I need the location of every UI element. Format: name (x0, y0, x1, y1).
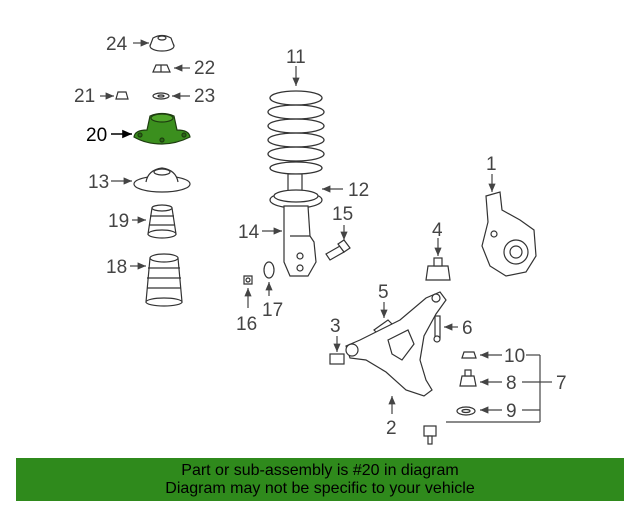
callout-20[interactable]: 20 (86, 125, 107, 146)
callout-17[interactable]: 17 (262, 300, 283, 321)
part-1-knuckle[interactable] (481, 191, 537, 277)
callout-19[interactable]: 19 (108, 211, 129, 232)
banner-line-2: Diagram may not be specific to your vehi… (165, 480, 475, 497)
part-8-bushing[interactable] (459, 369, 477, 387)
part-16-nut[interactable] (243, 275, 253, 285)
part-20-strut-mount[interactable] (133, 112, 191, 145)
callout-1[interactable]: 1 (486, 154, 497, 175)
part-17-clip[interactable] (263, 261, 275, 279)
part-4-bushing[interactable] (425, 257, 451, 281)
bracket-7 (446, 354, 552, 423)
part-10-nut[interactable] (461, 351, 477, 359)
callout-2[interactable]: 2 (386, 418, 397, 439)
callout-6[interactable]: 6 (462, 318, 473, 339)
part-22-nut[interactable] (152, 64, 171, 73)
callout-7[interactable]: 7 (556, 373, 567, 394)
part-18-dust-boot[interactable] (145, 253, 183, 307)
info-banner: Part or sub-assembly is #20 in diagram D… (16, 458, 624, 501)
callout-16[interactable]: 16 (236, 314, 257, 335)
part-6-bolt[interactable] (433, 315, 441, 343)
callout-21[interactable]: 21 (74, 86, 95, 107)
callout-3[interactable]: 3 (330, 316, 341, 337)
callout-18[interactable]: 18 (106, 257, 127, 278)
part-23-washer[interactable] (152, 92, 170, 100)
callout-10[interactable]: 10 (504, 346, 525, 367)
part-21-nut[interactable] (115, 91, 129, 100)
callout-8[interactable]: 8 (506, 373, 517, 394)
part-24-mount-cap[interactable] (149, 34, 175, 52)
callout-14[interactable]: 14 (238, 222, 260, 243)
part-14-strut[interactable] (283, 205, 317, 277)
banner-line-1: Part or sub-assembly is #20 in diagram (181, 462, 459, 479)
ball-joint (423, 425, 437, 445)
callout-4[interactable]: 4 (432, 220, 443, 241)
part-2-control-arm[interactable] (345, 291, 447, 397)
callout-12[interactable]: 12 (348, 180, 369, 201)
callout-5[interactable]: 5 (378, 282, 389, 303)
callout-23[interactable]: 23 (194, 86, 215, 107)
part-12-strut-upper[interactable] (269, 173, 323, 209)
part-15-bolt[interactable] (325, 239, 351, 261)
part-9-washer[interactable] (456, 406, 476, 416)
callout-13[interactable]: 13 (88, 172, 109, 193)
callout-24[interactable]: 24 (106, 34, 128, 55)
callout-11[interactable]: 11 (286, 47, 306, 68)
parts-diagram: 24 22 21 23 20 13 19 (74, 34, 567, 445)
part-13-spring-seat[interactable] (133, 167, 191, 193)
callout-22[interactable]: 22 (194, 58, 215, 79)
callout-9[interactable]: 9 (506, 401, 517, 422)
part-3-bushing[interactable] (329, 353, 345, 365)
callout-15[interactable]: 15 (332, 204, 353, 225)
part-11-coil-spring[interactable] (267, 90, 325, 175)
part-19-bump-stop[interactable] (147, 204, 177, 239)
